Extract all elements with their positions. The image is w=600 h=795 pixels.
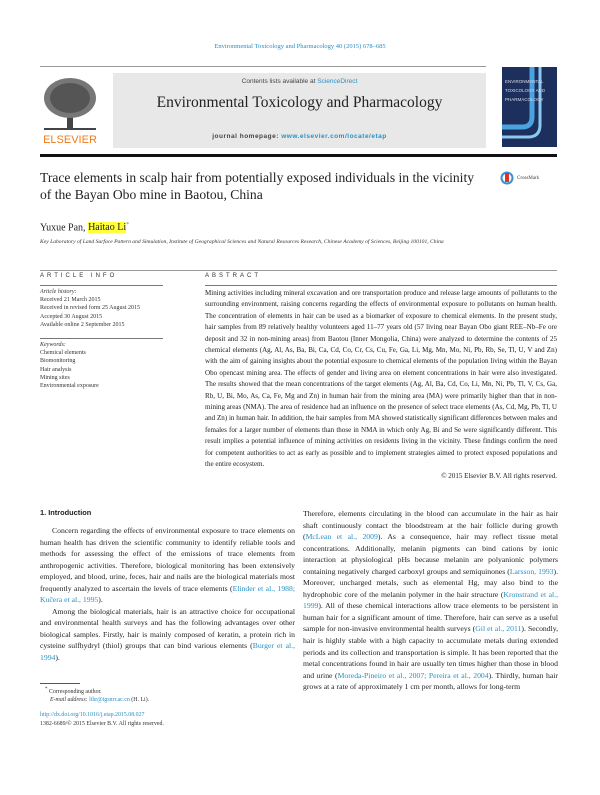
citation-link[interactable]: Moreda-Pineiro et al., 2007; Pereira et … (337, 670, 489, 680)
crossmark-icon (500, 171, 514, 185)
issn-copyright: 1382-6689/© 2015 Elsevier B.V. All right… (40, 720, 164, 727)
journal-homepage: journal homepage: www.elsevier.com/locat… (113, 133, 486, 140)
footnote-rule (40, 683, 80, 684)
header-thick-rule (40, 154, 557, 157)
divider (40, 338, 163, 339)
doi-link[interactable]: http://dx.doi.org/10.1016/j.etap.2015.08… (40, 712, 145, 718)
paragraph-text: Among the biological materials, hair is … (40, 606, 295, 651)
divider (40, 270, 557, 271)
citation-link[interactable]: Burger et al., 1994 (40, 641, 295, 663)
contents-line: Contents lists available at ScienceDirec… (113, 78, 486, 85)
svg-text:ENVIRONMENTAL: ENVIRONMENTAL (505, 79, 544, 84)
section-heading-introduction: 1. Introduction (40, 508, 92, 517)
paragraph-text: ). Secondly, hair is highly stable with … (303, 624, 558, 680)
header-rule (40, 66, 486, 67)
journal-cover-image[interactable]: ENVIRONMENTAL TOXICOLOGY AND PHARMACOLOG… (502, 67, 557, 147)
footnote-mark: * (45, 687, 48, 692)
paragraph-text: Therefore, elements circulating in the b… (303, 509, 558, 542)
paragraph-text: ). All of these chemical interactions al… (303, 601, 558, 634)
history-label: Article history: (40, 289, 77, 295)
svg-text:PHARMACOLOGY: PHARMACOLOGY (505, 97, 544, 102)
journal-title: Environmental Toxicology and Pharmacolog… (156, 94, 443, 111)
article-info-heading: ARTICLE INFO (40, 273, 118, 279)
article-title: Trace elements in scalp hair from potent… (40, 170, 475, 202)
history-item: Received in revised form 25 August 2015 (40, 305, 140, 312)
keyword: Environmental exposure (40, 383, 99, 390)
author-name[interactable]: Yuxue Pan, (40, 222, 89, 234)
body-column-left: Concern regarding the effects of environ… (40, 525, 295, 664)
paragraph-text: Concern regarding the effects of environ… (40, 526, 295, 593)
email-label: E-mail address: (50, 696, 90, 703)
paragraph: Concern regarding the effects of environ… (40, 525, 295, 606)
divider (40, 285, 163, 286)
homepage-link[interactable]: www.elsevier.com/locate/etap (281, 133, 387, 140)
corresponding-author-note: Corresponding author. (48, 688, 102, 695)
keyword: Chemical elements (40, 350, 86, 357)
sciencedirect-link[interactable]: ScienceDirect (317, 78, 358, 85)
paragraph-text: ). Moreover, uncharged metals, such as e… (303, 566, 559, 599)
affiliation: Key Laboratory of Land Surface Pattern a… (40, 239, 444, 245)
homepage-label: journal homepage: (212, 133, 282, 140)
elsevier-logo-text: ELSEVIER (43, 134, 97, 146)
history-item: Accepted 30 August 2015 (40, 313, 103, 320)
abstract-text: Mining activities including mineral exca… (205, 289, 557, 469)
keywords: Keywords: Chemical elements Biomonitorin… (40, 341, 99, 390)
paragraph-text: ). As a consequence, hair may reflect ti… (303, 532, 558, 576)
history-item: Received 21 March 2015 (40, 297, 101, 304)
crossmark-label: CrossMark (517, 175, 540, 181)
email-suffix: (H. Li). (129, 696, 150, 703)
author-list: Yuxue Pan, Haitao Li* (40, 222, 130, 234)
elsevier-logo[interactable]: ELSEVIER (40, 74, 100, 146)
email-link[interactable]: lihr@igsnrr.ac.cn (89, 696, 130, 703)
abstract: Mining activities including mineral exca… (205, 288, 557, 482)
doi-block: http://dx.doi.org/10.1016/j.etap.2015.08… (40, 711, 164, 728)
body-column-right: Therefore, elements circulating in the b… (303, 508, 558, 693)
contents-prefix: Contents lists available at (241, 78, 318, 85)
citation-link[interactable]: Gil et al., 2011 (475, 624, 522, 634)
paragraph-text: ). Thirdly, human hair grows at a rate o… (303, 670, 558, 692)
paragraph: Therefore, elements circulating in the b… (303, 508, 558, 693)
author-name-highlighted[interactable]: Haitao Li (88, 222, 127, 234)
abstract-heading: ABSTRACT (205, 273, 262, 279)
journal-header-box: Contents lists available at ScienceDirec… (113, 73, 486, 148)
paragraph-text: ). (98, 595, 103, 605)
divider (205, 285, 557, 286)
citation-link[interactable]: Kronstrand et al., 1999 (303, 589, 559, 611)
article-history: Article history: Received 21 March 2015 … (40, 288, 140, 329)
journal-citation-link[interactable]: Environmental Toxicology and Pharmacolog… (214, 43, 386, 50)
citation-link[interactable]: Elinder et al., 1988; Kučera et al., 199… (40, 583, 295, 605)
keyword: Mining sites (40, 374, 70, 381)
copyright: © 2015 Elsevier B.V. All rights reserved… (441, 471, 557, 480)
history-item: Available online 2 September 2015 (40, 321, 125, 328)
crossmark-button[interactable]: CrossMark (500, 170, 539, 186)
svg-text:TOXICOLOGY AND: TOXICOLOGY AND (505, 88, 546, 93)
paragraph-text: ). (55, 653, 60, 663)
paragraph: Among the biological materials, hair is … (40, 606, 295, 664)
corresponding-author-mark[interactable]: * (126, 222, 130, 228)
citation-link[interactable]: Larsson, 1993 (509, 566, 554, 576)
keyword: Hair analysis (40, 366, 72, 373)
footnote: * Corresponding author. E-mail address: … (40, 686, 149, 704)
citation-link[interactable]: McLean et al., 2009 (305, 532, 378, 542)
keyword: Biomonitoring (40, 358, 76, 365)
keywords-label: Keywords: (40, 342, 66, 348)
